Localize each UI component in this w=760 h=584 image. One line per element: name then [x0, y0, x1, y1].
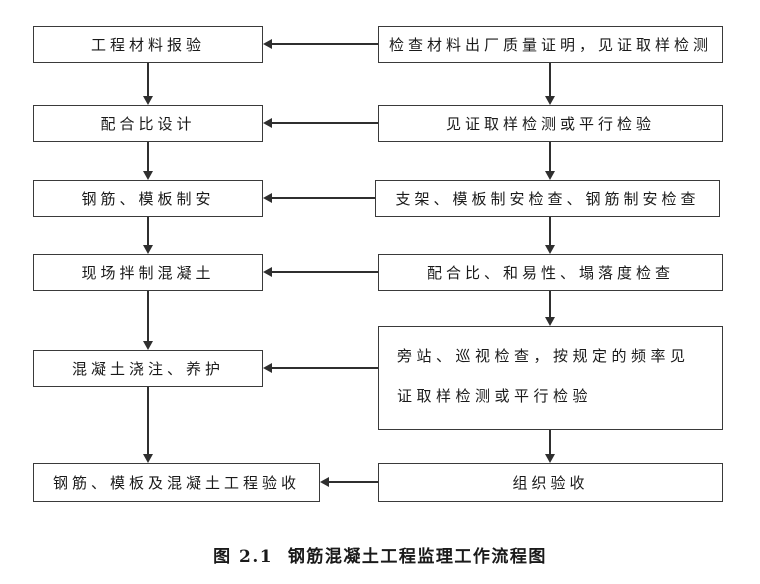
arrow-left-icon: [263, 117, 378, 129]
arrow-left-icon: [263, 266, 378, 278]
flow-box-label: 配合比设计: [100, 114, 196, 133]
arrow-left-icon: [320, 476, 378, 488]
flow-box-support-formwork-rebar-check: 支架、模板制安检查、钢筋制安检查: [375, 180, 720, 217]
arrow-down-icon: [544, 291, 556, 326]
arrow-down-icon: [544, 63, 556, 105]
flow-box-witness-sampling-test: 见证取样检测或平行检验: [378, 105, 723, 142]
flow-box-label: 旁站、巡视检查，按规定的频率见证取样检测或平行检验: [397, 347, 690, 405]
arrow-down-icon: [142, 142, 154, 180]
flow-box-final-acceptance: 钢筋、模板及混凝土工程验收: [33, 463, 320, 502]
figure-caption: 图 2.1 钢筋混凝土工程监理工作流程图: [213, 547, 547, 567]
flow-box-label: 配合比、和易性、塌落度检查: [426, 263, 674, 282]
flow-box-label: 支架、模板制安检查、钢筋制安检查: [395, 189, 700, 208]
flow-box-label: 检查材料出厂质量证明，见证取样检测: [388, 35, 712, 54]
arrow-left-icon: [263, 192, 375, 204]
arrow-down-icon: [142, 217, 154, 254]
arrow-down-icon: [142, 291, 154, 350]
flow-box-material-submission: 工程材料报验: [33, 26, 263, 63]
flow-box-concrete-pouring-curing: 混凝土浇注、养护: [33, 350, 263, 387]
flow-box-label: 组织验收: [512, 473, 589, 492]
arrow-down-icon: [142, 387, 154, 463]
flow-box-label: 混凝土浇注、养护: [71, 359, 224, 378]
flow-box-label: 钢筋、模板制安: [81, 189, 215, 208]
arrow-left-icon: [263, 38, 378, 50]
arrow-down-icon: [544, 430, 556, 463]
flow-box-label: 工程材料报验: [90, 35, 205, 54]
flow-box-label: 现场拌制混凝土: [81, 263, 215, 282]
arrow-down-icon: [544, 217, 556, 254]
arrow-down-icon: [142, 63, 154, 105]
flow-box-mix-design: 配合比设计: [33, 105, 263, 142]
flow-box-side-station-inspection: 旁站、巡视检查，按规定的频率见证取样检测或平行检验: [378, 326, 723, 430]
flow-box-onsite-concrete-mixing: 现场拌制混凝土: [33, 254, 263, 291]
flow-box-factory-certificate-check: 检查材料出厂质量证明，见证取样检测: [378, 26, 723, 63]
arrow-down-icon: [544, 142, 556, 180]
flow-box-organize-acceptance: 组织验收: [378, 463, 723, 502]
arrow-left-icon: [263, 362, 378, 374]
flow-box-label: 见证取样检测或平行检验: [445, 114, 655, 133]
flow-box-label: 钢筋、模板及混凝土工程验收: [52, 473, 300, 492]
flow-box-mix-workability-slump-check: 配合比、和易性、塌落度检查: [378, 254, 723, 291]
flow-box-rebar-formwork-install: 钢筋、模板制安: [33, 180, 263, 217]
